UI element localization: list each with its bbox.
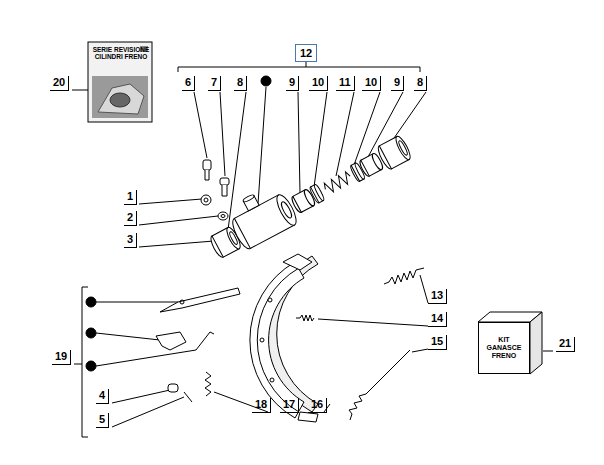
callout-number: 5 — [96, 413, 109, 428]
callout-number: 17 — [280, 398, 299, 413]
callout-number: 20 — [50, 76, 69, 91]
leader-line — [258, 87, 266, 204]
node-label: KIT GANASCE FRENO — [483, 336, 525, 360]
callout-number: 21 — [556, 337, 575, 352]
callout-number: 2 — [124, 211, 137, 226]
leader-line — [139, 241, 214, 247]
leader-line — [96, 302, 178, 303]
brake-shoe — [250, 254, 318, 422]
callout-number: 8 — [414, 76, 427, 91]
node-label: 12 — [300, 47, 312, 60]
bullet-dot — [86, 297, 96, 307]
callout-number: 11 — [336, 76, 355, 91]
springs-levers — [156, 268, 424, 420]
callout-number: 19 — [52, 350, 71, 365]
callout-number: 10 — [309, 76, 328, 91]
callout-number: 14 — [428, 312, 447, 327]
callout-number: 4 — [96, 389, 109, 404]
leader-line — [194, 92, 207, 158]
callout-number: 1 — [124, 190, 137, 205]
callout-number: 13 — [428, 289, 447, 304]
group-number-box: 12 — [295, 44, 317, 62]
leader-line — [412, 349, 428, 352]
callout-number: 10 — [362, 76, 381, 91]
leader-line — [96, 350, 196, 366]
bullet-dot — [86, 361, 96, 371]
callout-number: 3 — [124, 233, 137, 248]
leader-line — [420, 275, 428, 303]
callout-number: 18 — [252, 398, 271, 413]
group-bracket — [178, 62, 420, 72]
callout-number: 7 — [208, 76, 221, 91]
callout-number: 15 — [428, 335, 447, 350]
repair-kit-booklet — [88, 42, 152, 122]
leader-line — [96, 333, 160, 340]
callout-number: 9 — [391, 76, 404, 91]
leader-line — [139, 216, 218, 225]
repair-kit-booklet: SERIE REVISIONE CILINDRI FRENO — [88, 42, 154, 122]
leader-line — [336, 92, 354, 176]
group-bracket — [74, 287, 88, 437]
wheel-cylinder-parts — [201, 160, 229, 220]
bullet-dot — [86, 328, 96, 338]
leader-line — [543, 351, 553, 352]
leader-line — [112, 390, 170, 403]
callout-number: 16 — [308, 398, 327, 413]
node-label: SERIE REVISIONE CILINDRI FRENO — [92, 46, 150, 61]
kit-box: KIT GANASCE FRENO — [478, 322, 530, 374]
leader-line — [298, 92, 300, 193]
callout-number: 9 — [286, 76, 299, 91]
leader-line — [72, 90, 88, 91]
kit-box — [478, 312, 542, 374]
leader-line — [314, 92, 327, 187]
leader-line — [139, 199, 202, 204]
wheel-cylinder — [200, 120, 415, 264]
leader-line — [220, 92, 225, 176]
leader-line — [318, 319, 428, 326]
callout-number: 6 — [182, 76, 195, 91]
callout-number: 8 — [234, 76, 247, 91]
leader-line — [112, 397, 184, 427]
leader-line — [392, 92, 426, 141]
bullet-dot — [261, 76, 271, 86]
leader-line — [228, 92, 246, 230]
